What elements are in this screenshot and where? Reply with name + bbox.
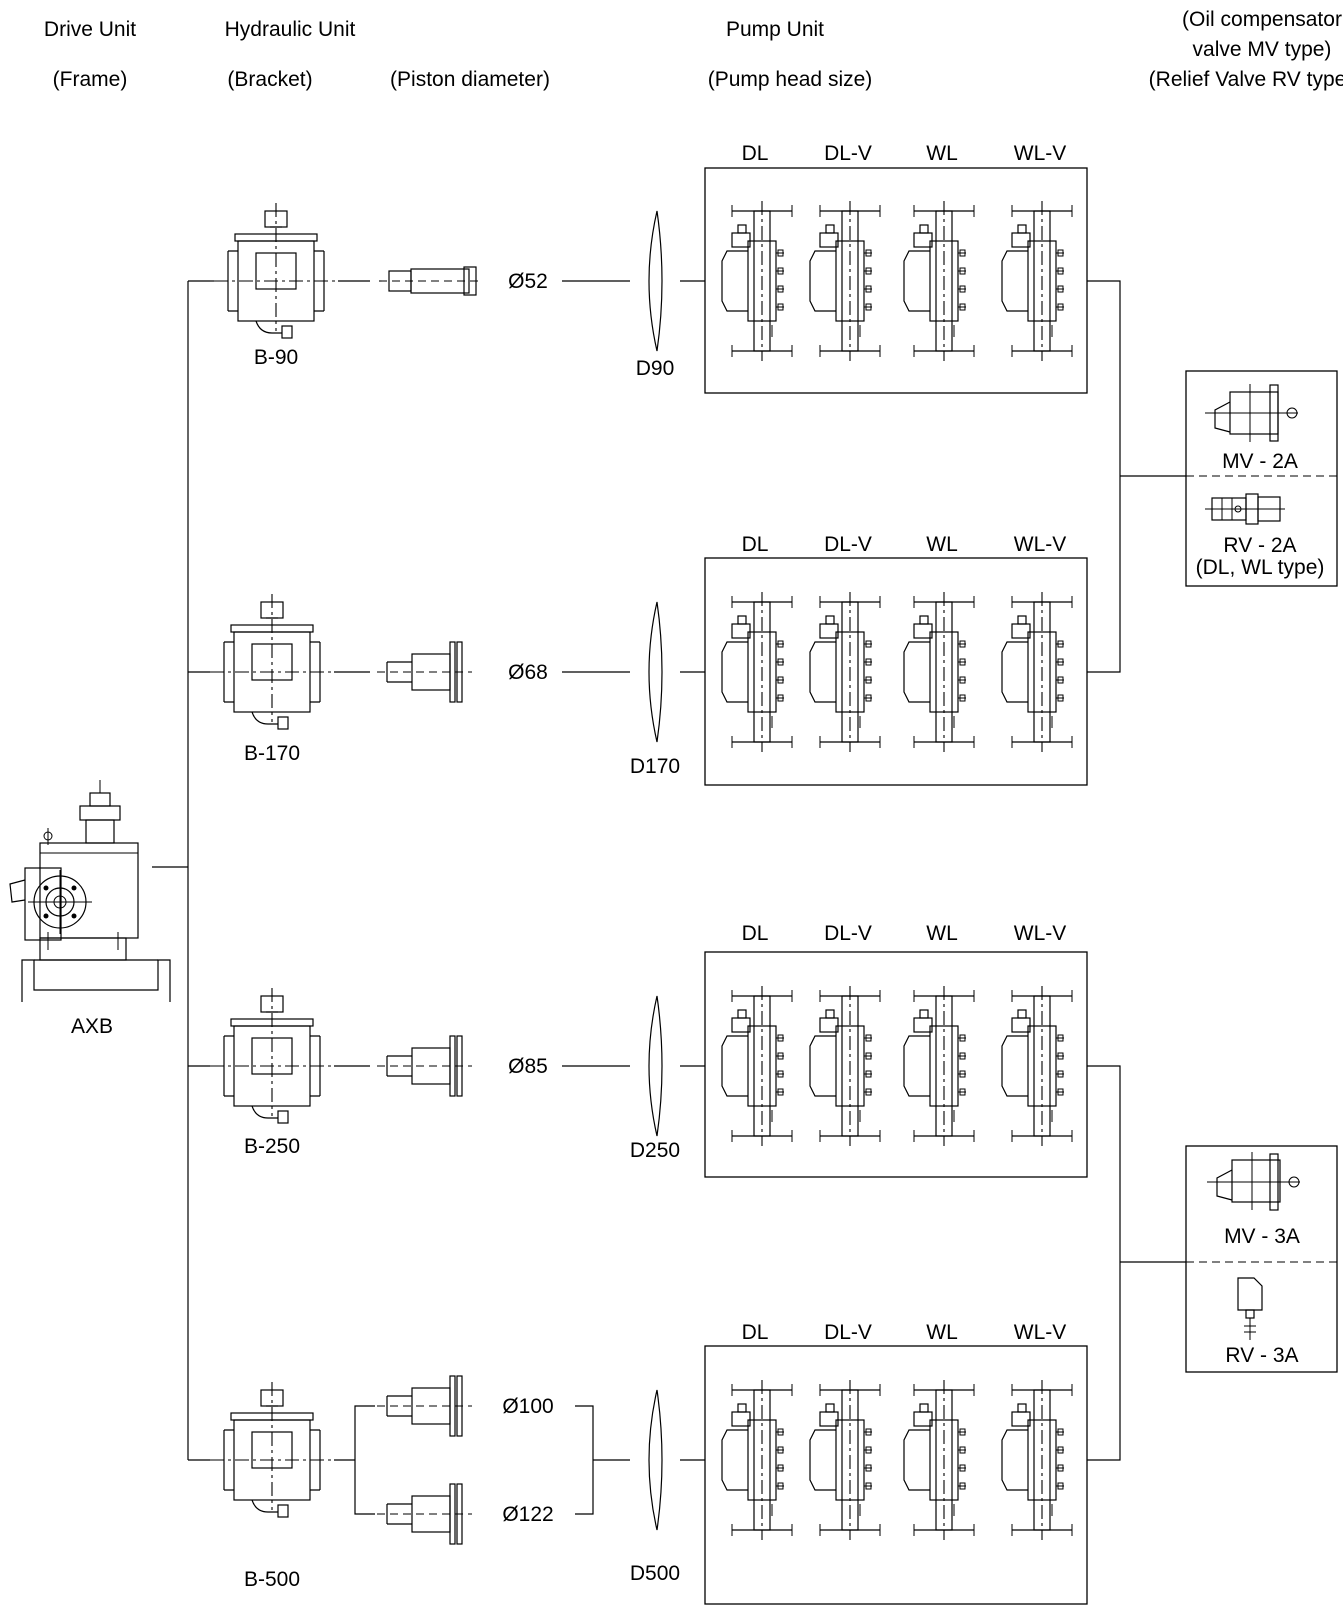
pump-type-wl-v: WL-V bbox=[1014, 533, 1067, 556]
pump-type-wl: WL bbox=[926, 922, 958, 945]
row-b90: B-90 Ø52 D90 DL DL-V WL WL-V bbox=[210, 142, 1088, 394]
pump-type-wl-v: WL-V bbox=[1014, 142, 1067, 165]
bracket-b500-drawing bbox=[209, 1381, 335, 1518]
rv-3a-icon bbox=[1237, 1277, 1263, 1340]
drive-unit-subheader: (Frame) bbox=[53, 68, 128, 91]
pump-head-label-d500: D500 bbox=[630, 1562, 680, 1585]
pump-type-dl: DL bbox=[742, 922, 769, 945]
bracket-label-b250: B-250 bbox=[244, 1135, 300, 1158]
bracket-b170-drawing bbox=[209, 593, 335, 730]
pump-type-dl: DL bbox=[742, 533, 769, 556]
bracket-label-b170: B-170 bbox=[244, 742, 300, 765]
piston-b250-drawing bbox=[376, 1035, 473, 1097]
pump-type-dl-v: DL-V bbox=[824, 922, 872, 945]
valve-box-3a bbox=[1185, 1145, 1338, 1373]
piston-diameter-68: Ø68 bbox=[508, 661, 548, 684]
row-b500: B-500 Ø100 Ø122 D500 DL DL-V WL WL-V bbox=[209, 1321, 1088, 1605]
piston-diameter-85: Ø85 bbox=[508, 1055, 548, 1078]
valve-group-3a: MV - 3A RV - 3A bbox=[1185, 1145, 1338, 1373]
rv-3a-label: RV - 3A bbox=[1225, 1344, 1298, 1367]
pump-unit-header: Pump Unit bbox=[726, 18, 824, 41]
piston-diameter-subheader: (Piston diameter) bbox=[390, 68, 550, 91]
piston-diameter-100: Ø100 bbox=[502, 1395, 553, 1418]
bracket-b90-drawing bbox=[213, 202, 339, 339]
piston-b170-drawing bbox=[376, 641, 473, 703]
pump-head-lens-d500 bbox=[648, 1389, 663, 1531]
pump-head-size-subheader: (Pump head size) bbox=[708, 68, 873, 91]
valve-header-line-3: (Relief Valve RV type) bbox=[1149, 68, 1343, 91]
drive-unit-axb: AXB bbox=[9, 780, 188, 1038]
distribution-lines bbox=[187, 280, 210, 1461]
valve-header-line-2: valve MV type) bbox=[1193, 38, 1332, 61]
row-b250: B-250 Ø85 D250 DL DL-V WL WL-V bbox=[209, 922, 1088, 1178]
valve-connectors bbox=[1087, 280, 1186, 1461]
bracket-label-b90: B-90 bbox=[254, 346, 298, 369]
pump-type-wl-v: WL-V bbox=[1014, 1321, 1067, 1344]
hydraulic-unit-header: Hydraulic Unit bbox=[225, 18, 356, 41]
mv-3a-icon bbox=[1207, 1152, 1300, 1211]
pump-unit-box-d500 bbox=[704, 1345, 1088, 1605]
piston-b500-100-drawing bbox=[376, 1375, 473, 1437]
row-b170: B-170 Ø68 D170 DL DL-V WL WL-V bbox=[209, 533, 1088, 786]
rv-2a-note: (DL, WL type) bbox=[1196, 556, 1325, 579]
bracket-label-b500: B-500 bbox=[244, 1568, 300, 1591]
piston-diameter-122: Ø122 bbox=[502, 1503, 553, 1526]
piston-diameter-52: Ø52 bbox=[508, 270, 548, 293]
pump-head-lens-d90 bbox=[648, 210, 663, 352]
pump-type-wl: WL bbox=[926, 1321, 958, 1344]
pump-type-wl-v: WL-V bbox=[1014, 922, 1067, 945]
pump-type-dl-v: DL-V bbox=[824, 1321, 872, 1344]
piston-b500-122-drawing bbox=[376, 1483, 473, 1545]
bracket-b250-drawing bbox=[209, 987, 335, 1124]
pump-type-wl: WL bbox=[926, 142, 958, 165]
pump-type-wl: WL bbox=[926, 533, 958, 556]
mv-2a-label: MV - 2A bbox=[1222, 450, 1298, 473]
piston-b90-drawing bbox=[378, 266, 483, 296]
pump-unit-box-d170 bbox=[704, 557, 1088, 786]
drive-unit-header: Drive Unit bbox=[44, 18, 136, 41]
mv-2a-icon bbox=[1205, 384, 1298, 442]
rv-2a-label: RV - 2A bbox=[1223, 534, 1296, 557]
pump-type-dl: DL bbox=[742, 142, 769, 165]
bracket-subheader: (Bracket) bbox=[227, 68, 312, 91]
pump-head-lens-d170 bbox=[648, 601, 663, 743]
pump-head-label-d170: D170 bbox=[630, 755, 680, 778]
pump-type-dl: DL bbox=[742, 1321, 769, 1344]
pump-head-label-d250: D250 bbox=[630, 1139, 680, 1162]
pump-type-dl-v: DL-V bbox=[824, 142, 872, 165]
drive-unit-label: AXB bbox=[71, 1015, 113, 1038]
pump-head-lens-d250 bbox=[648, 995, 663, 1137]
pump-unit-box-d250 bbox=[704, 951, 1088, 1178]
valve-group-2a: MV - 2A RV - 2A (DL, WL type) bbox=[1185, 370, 1338, 587]
valve-header-line-1: (Oil compensator bbox=[1182, 8, 1342, 31]
valve-box-2a bbox=[1185, 370, 1338, 587]
column-headers: Drive Unit (Frame) Hydraulic Unit (Brack… bbox=[44, 8, 1343, 91]
pump-type-dl-v: DL-V bbox=[824, 533, 872, 556]
mv-3a-label: MV - 3A bbox=[1224, 1225, 1300, 1248]
pump-head-label-d90: D90 bbox=[636, 357, 675, 380]
pump-unit-box-d90 bbox=[704, 167, 1088, 394]
rv-2a-icon bbox=[1205, 493, 1285, 525]
